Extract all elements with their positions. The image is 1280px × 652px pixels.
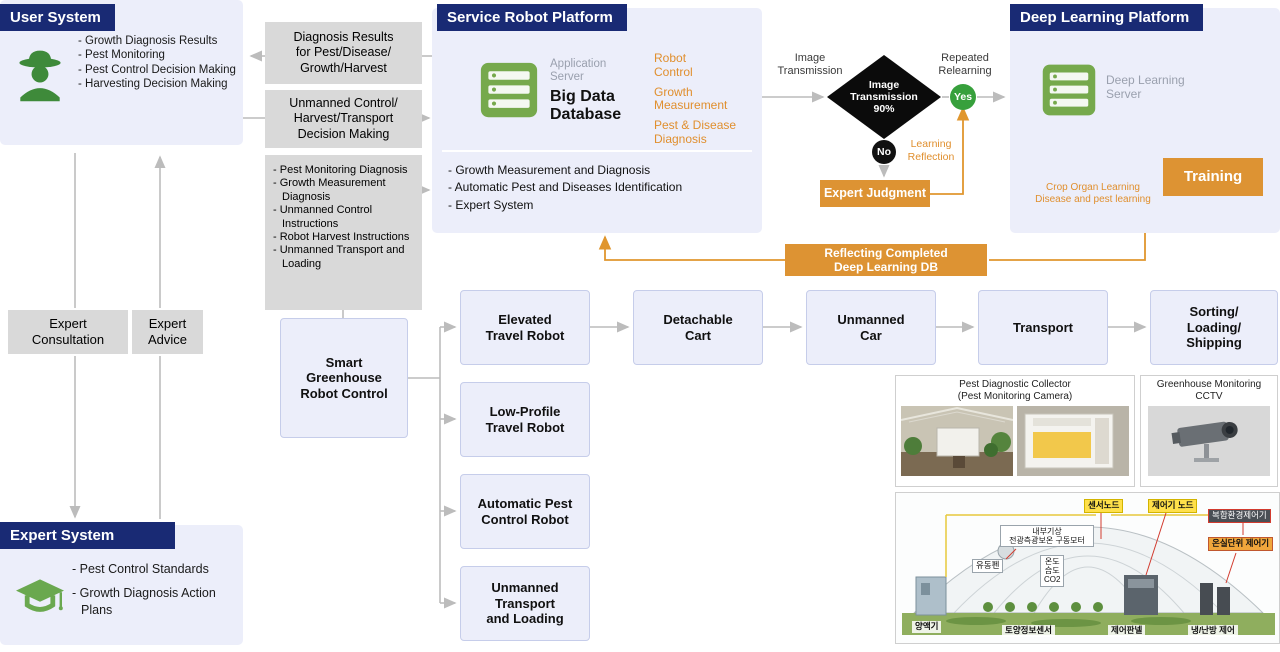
reflecting-deep-learning-db-box: Reflecting Completed Deep Learning DB — [785, 244, 987, 276]
label-internal-weather: 내부기상 전광측광보온 구동모터 — [1000, 525, 1094, 548]
sorting-loading-shipping-box: Sorting/ Loading/ Shipping — [1150, 290, 1278, 365]
diagnosis-results-box: Diagnosis Results for Pest/Disease/ Grow… — [265, 22, 422, 84]
application-server-caption: Application Server — [550, 58, 607, 84]
expert-system-list: Pest Control Standards Growth Diagnosis … — [72, 561, 222, 618]
srp-function: Robot Control — [654, 51, 693, 79]
label-controller-node: 제어기 노드 — [1148, 499, 1198, 513]
instruction-item: Pest Monitoring Diagnosis — [273, 164, 414, 177]
pest-collector-photo-device — [1017, 406, 1129, 476]
repeated-relearning-label: Repeated Relearning — [938, 52, 992, 78]
srp-item: Automatic Pest and Diseases Identificati… — [448, 179, 748, 196]
label-temp-humidity-co2: 온도 습도 CO2 — [1040, 555, 1065, 587]
label-hvac: 냉/난방 제어 — [1188, 625, 1238, 637]
label-nutrient-machine: 양액기 — [912, 621, 942, 633]
big-data-database-label: Big Data Database — [550, 88, 622, 123]
farmer-icon — [10, 44, 70, 111]
cctv-media-box: Greenhouse Monitoring CCTV — [1140, 375, 1278, 487]
cctv-camera-photo — [1148, 406, 1270, 476]
user-system-panel: Growth Diagnosis Results Pest Monitoring… — [0, 0, 243, 145]
greenhouse-illustration — [896, 493, 1279, 643]
greenhouse-illustration-box: 센서노드 제어기 노드 복합환경제어기 온실단위 제어기 내부기상 전광측광보온… — [895, 492, 1280, 644]
label-greenhouse-unit-controller: 온실단위 제어기 — [1208, 537, 1274, 551]
yes-node: Yes — [950, 84, 976, 110]
user-system-list: Growth Diagnosis Results Pest Monitoring… — [78, 34, 238, 92]
crop-organ-learning-caption: Crop Organ Learning Disease and pest lea… — [1035, 182, 1151, 205]
srp-item: Growth Measurement and Diagnosis — [448, 162, 748, 179]
label-soil-sensor: 토양정보센서 — [1002, 625, 1055, 637]
low-profile-travel-robot-box: Low-Profile Travel Robot — [460, 382, 590, 457]
graduation-cap-icon — [14, 573, 66, 626]
no-node: No — [872, 140, 896, 164]
pest-collector-media-box: Pest Diagnostic Collector (Pest Monitori… — [895, 375, 1135, 487]
image-transmission-label: Image Transmission — [777, 52, 843, 78]
pest-collector-caption: Pest Diagnostic Collector (Pest Monitori… — [957, 379, 1073, 402]
expert-system-item: Pest Control Standards — [72, 561, 222, 577]
deep-learning-platform-header: Deep Learning Platform — [1010, 4, 1204, 31]
elevated-travel-robot-box: Elevated Travel Robot — [460, 290, 590, 365]
label-control-panel: 제어판넬 — [1108, 625, 1146, 637]
unmanned-car-box: Unmanned Car — [806, 290, 936, 365]
deep-learning-server-caption: Deep Learning Server — [1106, 73, 1185, 101]
instruction-list-box: Pest Monitoring Diagnosis Growth Measure… — [265, 155, 422, 310]
user-system-item: Growth Diagnosis Results — [78, 34, 238, 48]
srp-divider — [442, 150, 752, 152]
service-robot-platform-header: Service Robot Platform — [437, 4, 627, 31]
srp-function: Growth Measurement — [654, 84, 728, 113]
transport-box: Transport — [978, 290, 1108, 365]
learning-reflection-label: Learning Reflection — [907, 138, 955, 163]
cctv-caption: Greenhouse Monitoring CCTV — [1156, 379, 1262, 402]
label-flow-fan: 유동펜 — [972, 559, 1004, 573]
training-box: Training — [1163, 158, 1263, 196]
service-robot-platform-panel: Application Server Big Data Database Rob… — [432, 8, 762, 233]
pest-collector-photo-greenhouse — [901, 406, 1013, 476]
expert-system-item: Growth Diagnosis Action Plans — [72, 585, 222, 618]
unmanned-decision-box: Unmanned Control/ Harvest/Transport Deci… — [265, 90, 422, 148]
pest-collector-photos — [896, 406, 1134, 476]
instruction-item: Unmanned Transport and Loading — [273, 244, 414, 271]
user-system-header: User System — [0, 4, 115, 31]
srp-item: Expert System — [448, 197, 748, 214]
srp-function-list: Robot Control Growth Measurement Pest & … — [654, 51, 758, 147]
label-complex-env-controller: 복합환경제어기 — [1208, 509, 1271, 523]
user-system-item: Pest Monitoring — [78, 48, 238, 62]
label-sensor-node: 센서노드 — [1084, 499, 1124, 513]
cctv-photo-wrap — [1141, 406, 1277, 476]
automatic-pest-control-robot-box: Automatic Pest Control Robot — [460, 474, 590, 549]
unmanned-transport-loading-box: Unmanned Transport and Loading — [460, 566, 590, 641]
expert-advice-box: Expert Advice — [132, 310, 203, 354]
instruction-item: Growth Measurement Diagnosis — [273, 177, 414, 204]
instruction-item: Unmanned Control Instructions — [273, 204, 414, 231]
deep-learning-server-icon — [1040, 62, 1098, 123]
user-system-item: Pest Control Decision Making — [78, 63, 238, 77]
user-system-item: Harvesting Decision Making — [78, 77, 238, 91]
deep-learning-platform-panel: Deep Learning Server Crop Organ Learning… — [1010, 8, 1280, 233]
detachable-cart-box: Detachable Cart — [633, 290, 763, 365]
expert-judgment-box: Expert Judgment — [820, 180, 930, 207]
srp-item-list: Growth Measurement and Diagnosis Automat… — [448, 162, 748, 214]
expert-consultation-box: Expert Consultation — [8, 310, 128, 354]
smart-greenhouse-robot-control-box: Smart Greenhouse Robot Control — [280, 318, 408, 438]
srp-function: Pest & Disease Diagnosis — [654, 118, 737, 146]
application-server-icon — [478, 60, 540, 125]
expert-system-header: Expert System — [0, 522, 175, 549]
instruction-item: Robot Harvest Instructions — [273, 231, 414, 244]
